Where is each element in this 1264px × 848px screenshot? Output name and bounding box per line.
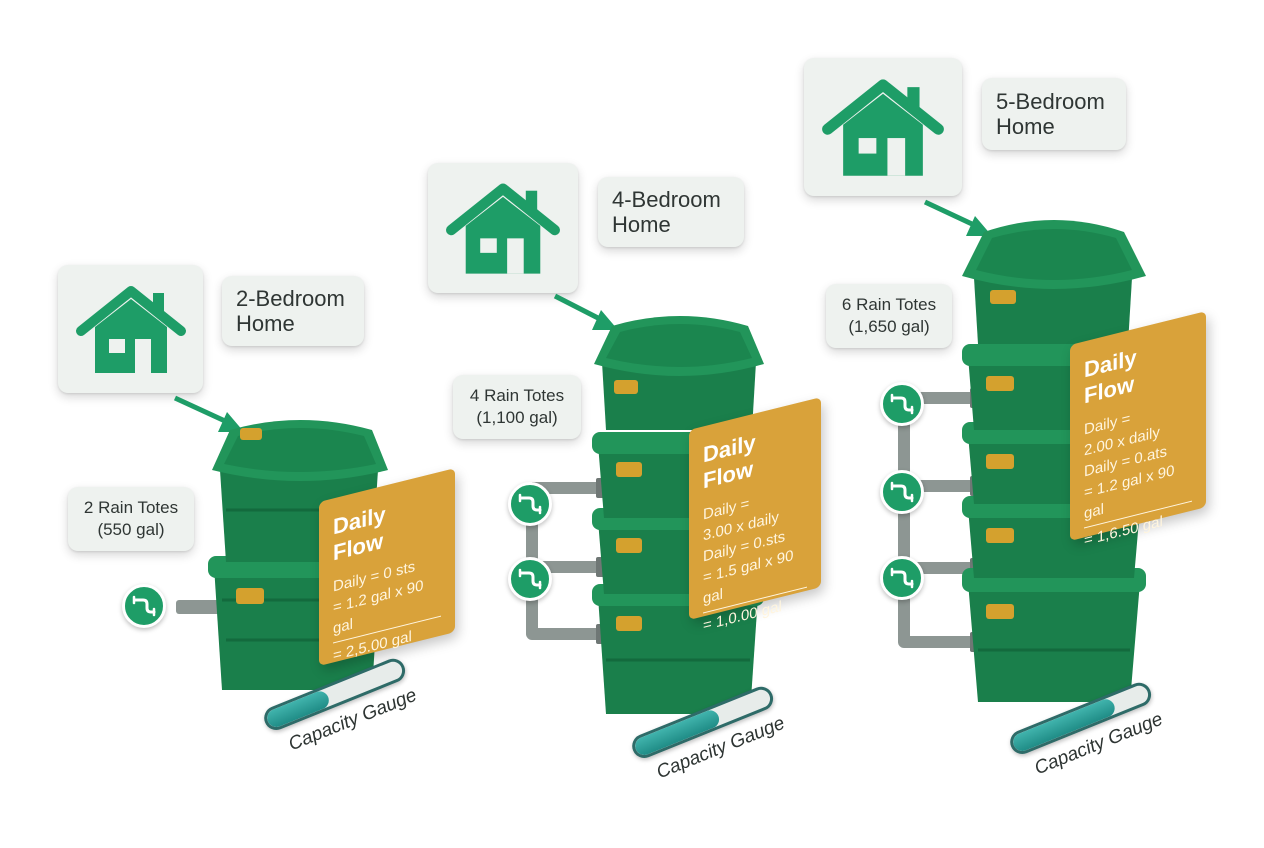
- house-card: [804, 58, 962, 196]
- rain-tote-icon: [962, 220, 1146, 344]
- pipe-valve-icon: [508, 557, 552, 601]
- totes-count: 6 Rain Totes: [841, 295, 937, 314]
- rain-tote-icon: [594, 316, 764, 430]
- home-label-line-2: Home: [996, 114, 1055, 139]
- totes-volume: (1,100 gal): [476, 408, 558, 427]
- home-label-card: 4-Bedroom Home: [598, 177, 744, 247]
- totes-card: 6 Rain Totes (1,650 gal): [826, 284, 952, 348]
- totes-card: 2 Rain Totes (550 gal): [68, 487, 194, 551]
- totes-count: 2 Rain Totes: [83, 498, 179, 517]
- rain-tote-icon: [962, 568, 1146, 702]
- arrow-down-right-icon: [173, 395, 244, 432]
- house-card: [428, 163, 578, 293]
- home-label-card: 5-Bedroom Home: [982, 78, 1126, 150]
- pipe-valve-icon: [880, 470, 924, 514]
- house-icon: [446, 183, 560, 274]
- pipe-valve-icon: [880, 382, 924, 426]
- pipe-valve-icon: [122, 584, 166, 628]
- home-label-line-2: Home: [236, 311, 295, 336]
- totes-volume: (1,650 gal): [848, 317, 930, 336]
- totes-card: 4 Rain Totes (1,100 gal): [453, 375, 581, 439]
- home-label-line-1: 4-Bedroom: [612, 187, 721, 212]
- arrow-down-right-icon: [553, 293, 618, 330]
- arrow-down-right-icon: [923, 199, 992, 236]
- home-label-line-2: Home: [612, 212, 671, 237]
- totes-count: 4 Rain Totes: [469, 386, 565, 405]
- home-label-line-1: 5-Bedroom: [996, 89, 1105, 114]
- home-label-card: 2-Bedroom Home: [222, 276, 364, 346]
- daily-flow-card: Daily Flow Daily = 2.00 x daily Daily = …: [1070, 311, 1206, 552]
- pipe-valve-icon: [880, 556, 924, 600]
- house-card: [58, 265, 203, 393]
- totes-volume: (550 gal): [97, 520, 165, 539]
- house-icon: [75, 286, 186, 373]
- home-label-line-1: 2-Bedroom: [236, 286, 345, 311]
- pipe-valve-icon: [508, 482, 552, 526]
- house-icon: [822, 79, 944, 176]
